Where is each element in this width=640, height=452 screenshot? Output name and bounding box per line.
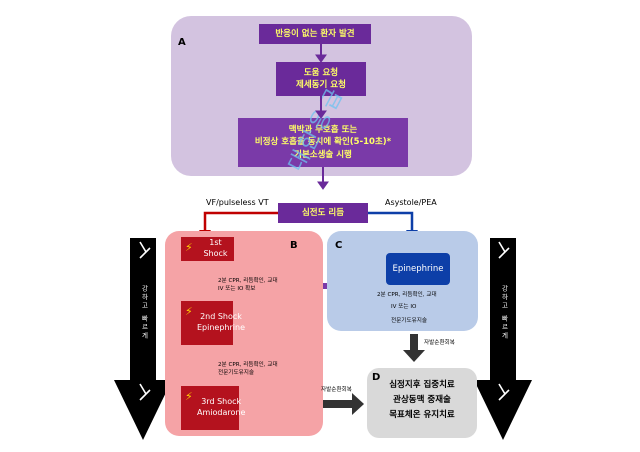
left-arrow-label: 강하고 빠르게 <box>140 285 148 341</box>
right-arrow-label: 강하고 빠르게 <box>500 285 508 341</box>
step-find-unresponsive: 반응이 없는 환자 발견 <box>259 24 371 44</box>
hand-icon-left-top <box>139 241 151 259</box>
panel-a-letter: A <box>178 37 186 48</box>
panel-d <box>367 368 477 438</box>
hand-icon-left-bottom <box>139 383 151 401</box>
second-shock-text: 2nd Shock Epinephrine <box>197 312 245 332</box>
third-shock-text: 3rd Shock Amiodarone <box>197 397 246 417</box>
vf-label: VF/pulseless VT <box>206 198 269 207</box>
post-arrest-care: 심정지후 집중치료 관상동맥 중재술 목표체온 유지치료 <box>389 380 455 420</box>
panel-d-letter: D <box>372 372 381 383</box>
rosc-label-left: 자발순환회복 <box>321 387 352 393</box>
hand-icon-right-bottom <box>498 383 510 401</box>
first-shock-box: ⚡ 1st Shock <box>181 237 234 261</box>
step-call-help: 도움 요청 제세동기 요청 <box>276 62 366 96</box>
step-check-pulse: 맥박과 무호흡 또는 비정상 호흡을 동시에 확인(5-10초)* 기본소생술 … <box>238 118 408 167</box>
right-black-arrow <box>474 238 532 440</box>
note-c3: 전문기도유지술 <box>391 318 428 324</box>
note-c2: IV 또는 IO <box>391 304 417 310</box>
lightning-icon: ⚡ <box>185 305 193 318</box>
asystole-label: Asystole/PEA <box>385 198 437 207</box>
epinephrine-box: Epinephrine <box>386 253 450 285</box>
second-shock-box: ⚡ 2nd Shock Epinephrine <box>181 301 245 345</box>
ecg-rhythm-box: 심전도 리듬 <box>278 203 368 223</box>
lightning-icon: ⚡ <box>185 241 193 254</box>
third-shock-box: ⚡ 3rd Shock Amiodarone <box>181 386 245 430</box>
note-c1: 2분 CPR, 리듬확인, 교대 <box>377 292 437 298</box>
first-shock-text: 1st Shock <box>203 238 228 258</box>
lightning-icon: ⚡ <box>185 390 193 403</box>
panel-c-letter: C <box>335 240 343 251</box>
hand-icon-right-top <box>498 241 510 259</box>
left-black-arrow <box>114 238 172 440</box>
note-b2: 2분 CPR, 리듬확인, 교대 전문기도유지술 <box>218 362 278 377</box>
rosc-label-top: 자발순환회복 <box>424 340 455 346</box>
panel-b-letter: B <box>290 240 298 251</box>
note-b1: 2분 CPR, 리듬확인, 교대 IV 또는 IO 확보 <box>218 278 278 293</box>
